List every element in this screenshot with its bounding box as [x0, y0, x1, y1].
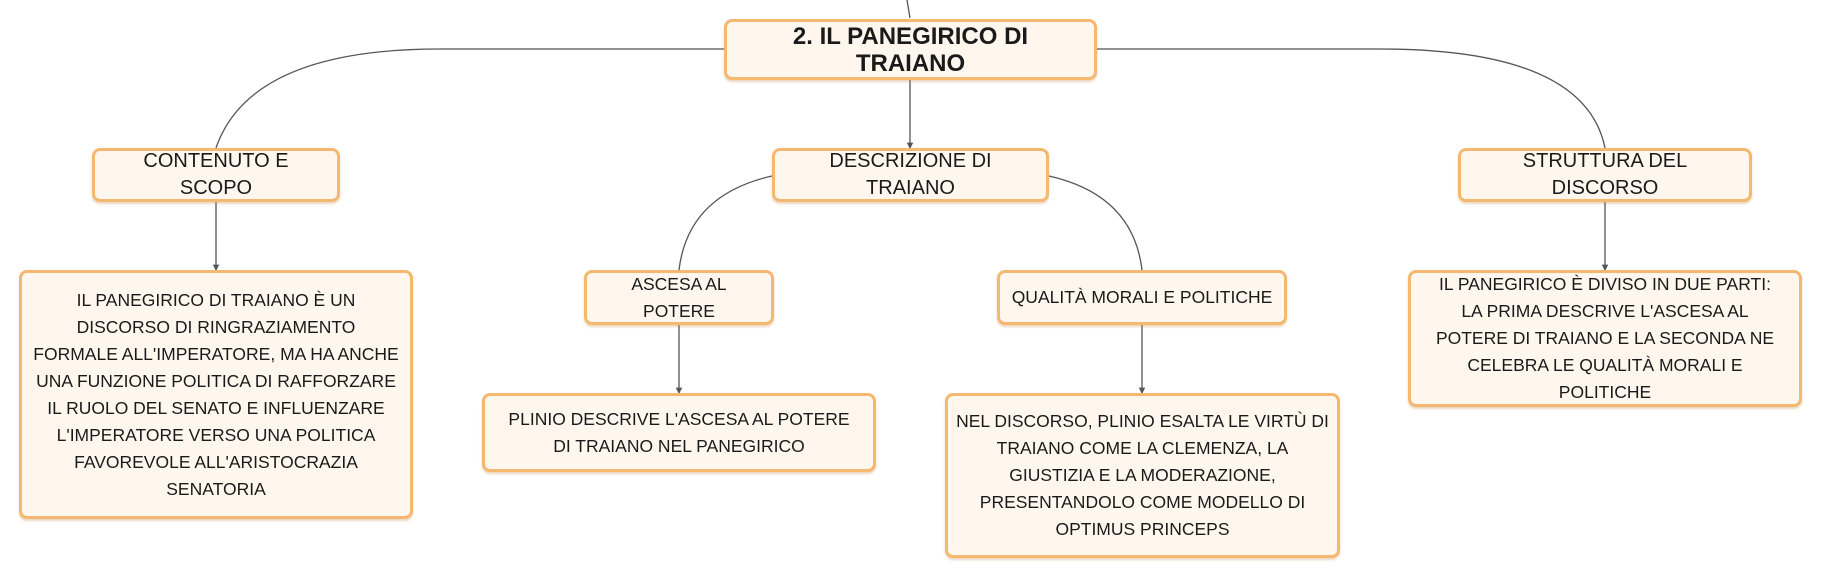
struttura-discorso-detail-node[interactable]: IL PANEGIRICO È DIVISO IN DUE PARTI: LA … [1408, 270, 1802, 407]
contenuto-scopo-node[interactable]: CONTENUTO E SCOPO [92, 148, 340, 202]
connector-root-contenuto [215, 48, 724, 149]
qualita-morali-detail-text: NEL DISCORSO, PLINIO ESALTA LE VIRTÙ DI … [956, 411, 1329, 539]
struttura-discorso-label: STRUTTURA DEL DISCORSO [1522, 150, 1688, 199]
contenuto-scopo-detail-text: IL PANEGIRICO DI TRAIANO È UN DISCORSO D… [33, 289, 399, 499]
contenuto-scopo-detail-node[interactable]: IL PANEGIRICO DI TRAIANO È UN DISCORSO D… [19, 270, 413, 519]
root-label: 2. IL PANEGIRICO DI TRAIANO [792, 22, 1029, 77]
contenuto-scopo-label: CONTENUTO E SCOPO [143, 150, 289, 199]
ascesa-potere-detail-text: PLINIO DESCRIVE L'ASCESA AL POTERE DI TR… [508, 408, 850, 456]
ascesa-potere-node[interactable]: ASCESA AL POTERE [584, 270, 774, 325]
ascesa-potere-detail-node[interactable]: PLINIO DESCRIVE L'ASCESA AL POTERE DI TR… [482, 393, 876, 472]
connector-descrizione-qualita [1048, 175, 1143, 271]
qualita-morali-detail-node[interactable]: NEL DISCORSO, PLINIO ESALTA LE VIRTÙ DI … [945, 393, 1340, 558]
connector-descrizione-ascesa [678, 175, 773, 271]
ascesa-potere-label: ASCESA AL POTERE [631, 273, 727, 321]
descrizione-traiano-node[interactable]: DESCRIZIONE DI TRAIANO [772, 148, 1049, 202]
qualita-morali-label: QUALITÀ MORALI E POLITICHE [1011, 287, 1273, 307]
struttura-discorso-detail-text: IL PANEGIRICO È DIVISO IN DUE PARTI: LA … [1435, 274, 1775, 402]
root-node[interactable]: 2. IL PANEGIRICO DI TRAIANO [724, 19, 1097, 80]
connector-incoming [906, 0, 911, 19]
connector-root-struttura [1097, 48, 1606, 149]
qualita-morali-node[interactable]: QUALITÀ MORALI E POLITICHE [997, 270, 1287, 325]
descrizione-traiano-label: DESCRIZIONE DI TRAIANO [829, 150, 992, 199]
struttura-discorso-node[interactable]: STRUTTURA DEL DISCORSO [1458, 148, 1752, 202]
